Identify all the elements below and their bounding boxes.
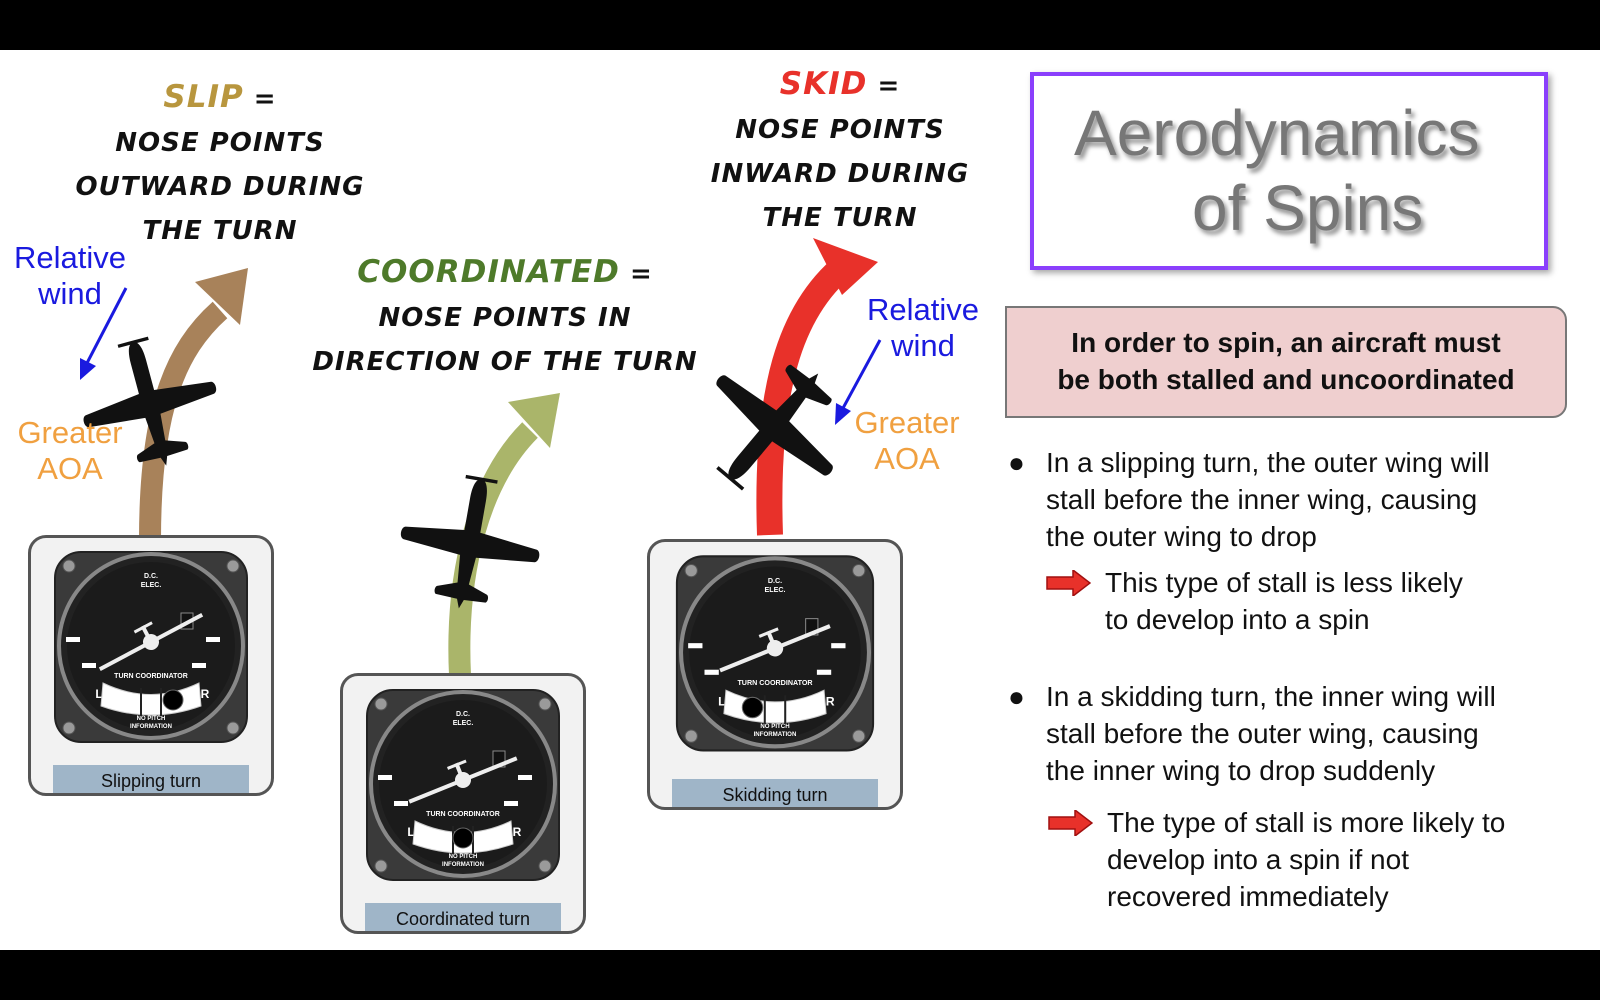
coordinated-plane-icon — [388, 465, 553, 623]
gauge-dc-text: D.C. — [144, 573, 158, 580]
title-line-1: Aerodynamics — [1074, 97, 1480, 169]
gauge-elec-text: ELEC. — [141, 582, 162, 589]
gauge-elec-text: ELEC. — [764, 586, 785, 594]
diagram-art — [65, 238, 882, 676]
turn-coordinator-icon: D.C.ELEC.TURN COORDINATOR2 MIN.NO PITCHI… — [54, 551, 248, 743]
gauge-label-text: TURN COORDINATOR — [737, 679, 813, 687]
gauge-np2-text: INFORMATION — [442, 862, 484, 868]
gauge-r-text: R — [513, 825, 522, 839]
slip-label: Slip = nose points outward during the tu… — [75, 79, 365, 246]
gauge-caption: Coordinated turn — [365, 903, 561, 931]
coordinated-arrowhead — [508, 393, 560, 448]
gauge-slipping: D.C.ELEC.TURN COORDINATOR2 MIN.NO PITCHI… — [28, 535, 274, 796]
turn-coordinator-icon: D.C.ELEC.TURN COORDINATOR2 MIN.NO PITCHI… — [366, 689, 560, 881]
red-arrow-icon — [1048, 810, 1093, 836]
coordinated-label: Coordinated = nose points in direction o… — [312, 254, 698, 377]
gauge-r-text: R — [826, 694, 835, 708]
turn-coordinator-icon: D.C.ELEC.TURN COORDINATOR2 MIN.NO PITCHI… — [675, 555, 875, 752]
slip-arrowhead — [195, 268, 248, 325]
slip-word: Slip — [163, 79, 244, 115]
gauge-np1-text: NO PITCH — [449, 854, 478, 860]
skid-arrow — [756, 254, 854, 536]
title-box: Aerodynamics of Spins — [1030, 72, 1548, 270]
skid-arrowhead — [813, 238, 878, 295]
skid-wind-arrow — [840, 339, 882, 411]
slip-wind-arrow — [84, 287, 128, 366]
red-arrow-icon — [1046, 570, 1091, 596]
title-line-2: of Spins — [1192, 172, 1424, 244]
gauge-np1-text: NO PITCH — [760, 723, 790, 730]
gauge-l-text: L — [407, 825, 414, 839]
gauge-np2-text: INFORMATION — [754, 731, 797, 738]
gauge-dc-text: D.C. — [456, 711, 470, 718]
coordinated-word: Coordinated — [357, 254, 620, 290]
gauge-label-text: TURN COORDINATOR — [114, 673, 188, 680]
slide: { "title": { "line1": "Aerodynamics", "l… — [0, 50, 1600, 950]
gauge-label-text: TURN COORDINATOR — [426, 811, 500, 818]
skid-word: Skid — [779, 66, 868, 102]
gauge-coordinated: D.C.ELEC.TURN COORDINATOR2 MIN.NO PITCHI… — [340, 673, 586, 934]
gauge-l-text: L — [95, 687, 102, 701]
gauge-np2-text: INFORMATION — [130, 724, 172, 730]
skid-label: Skid = nose points inward during the tur… — [710, 66, 970, 233]
gauge-caption: Slipping turn — [53, 765, 249, 793]
gauge-caption: Skidding turn — [672, 779, 878, 807]
gauge-elec-text: ELEC. — [453, 720, 474, 727]
gauge-r-text: R — [201, 687, 210, 701]
gauge-skidding: D.C.ELEC.TURN COORDINATOR2 MIN.NO PITCHI… — [647, 539, 903, 810]
gauge-dc-text: D.C. — [768, 577, 782, 585]
gauge-np1-text: NO PITCH — [137, 716, 166, 722]
gauge-l-text: L — [718, 694, 726, 708]
